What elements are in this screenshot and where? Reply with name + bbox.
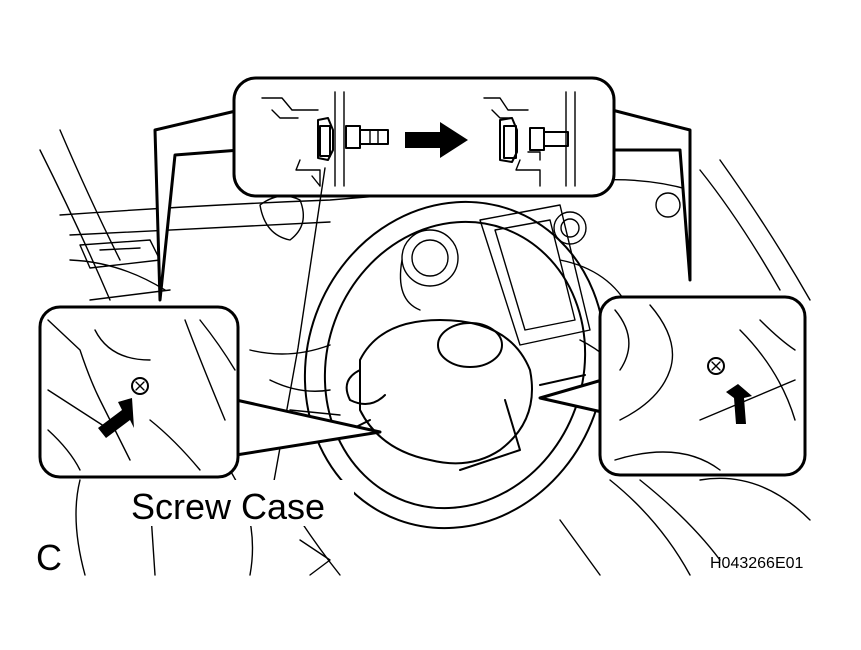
screw-case-label: Screw Case bbox=[131, 486, 325, 527]
pointer-arrow-icon bbox=[726, 384, 752, 424]
left-screw-callout bbox=[38, 305, 382, 479]
steering-wheel bbox=[303, 200, 607, 530]
screw-after bbox=[483, 91, 576, 187]
right-callout-pointer bbox=[538, 378, 604, 414]
right-screw-callout bbox=[538, 295, 807, 477]
left-callout-box bbox=[38, 305, 240, 479]
arrow-right-icon bbox=[405, 122, 468, 158]
right-callout-box bbox=[598, 295, 807, 477]
pointer-arrow-icon bbox=[98, 398, 134, 438]
screw-before bbox=[261, 91, 389, 187]
top-callout-pointer-right bbox=[610, 108, 692, 282]
screw-case-callout bbox=[153, 76, 692, 493]
view-letter-label: C bbox=[36, 537, 62, 578]
figure-code-label: H043266E01 bbox=[710, 555, 804, 572]
